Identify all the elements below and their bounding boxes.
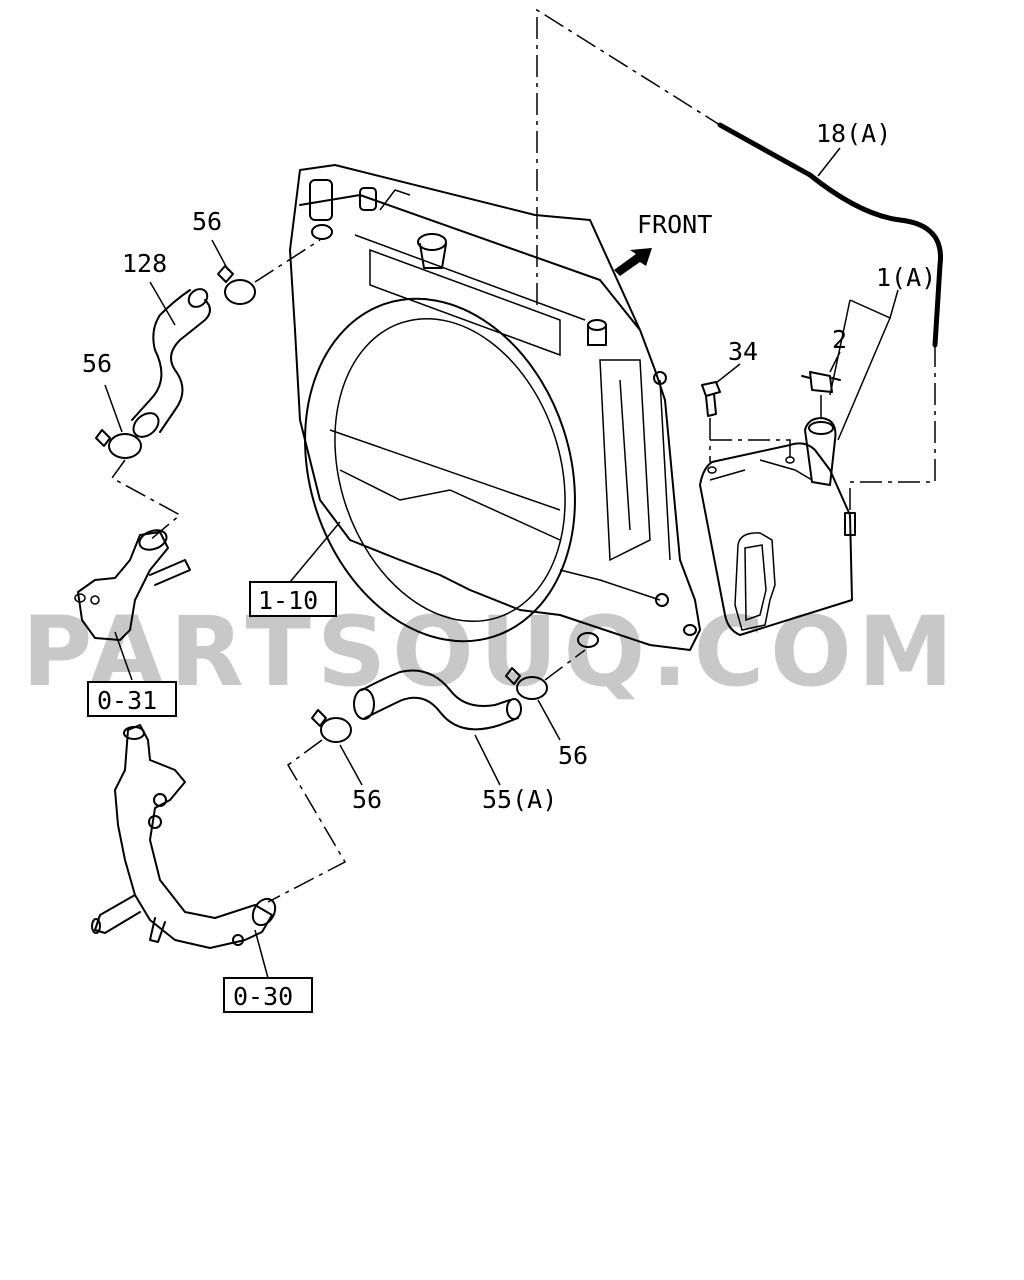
watermark-text: PARTSOUQ.COM: [22, 596, 959, 708]
callout-56-lower-left: 56: [352, 785, 382, 814]
ref-box-0-30[interactable]: 0-30: [223, 977, 313, 1013]
leader-1-10: [289, 521, 341, 583]
ref-label-1-10: 1-10: [258, 586, 318, 615]
bolt-mount-lines: [709, 418, 791, 462]
reserve-tank[interactable]: [699, 417, 856, 636]
hose-clamp-lower-right[interactable]: [505, 667, 548, 700]
callout-56-top: 56: [192, 207, 222, 236]
water-pipe[interactable]: [91, 724, 280, 949]
front-arrow-icon: [614, 248, 652, 276]
leader-18a: [817, 147, 841, 177]
callout-56-left: 56: [82, 349, 112, 378]
front-direction-indicator: FRONT: [614, 210, 712, 276]
callout-34: 34: [728, 337, 758, 366]
front-label: FRONT: [637, 210, 712, 239]
ref-box-0-31[interactable]: 0-31: [87, 681, 177, 717]
callout-1a: 1(A): [876, 263, 936, 292]
ref-label-0-30: 0-30: [233, 982, 293, 1011]
hose-routing-to-tank: [849, 345, 936, 513]
clamp-lower-left-routing: [267, 739, 347, 903]
lower-radiator-hose[interactable]: [353, 669, 522, 731]
leader-56-left: [104, 384, 123, 433]
leader-0-30: [254, 929, 269, 979]
callout-128: 128: [122, 249, 167, 278]
leader-1a: [829, 289, 899, 441]
leader-55a: [474, 734, 501, 786]
radiator-assembly[interactable]: [262, 164, 701, 677]
leader-56-top: [211, 239, 229, 271]
leader-128: [149, 281, 176, 326]
bolt-34[interactable]: [701, 381, 721, 417]
callout-56-lower-right: 56: [558, 741, 588, 770]
ref-box-1-10[interactable]: 1-10: [249, 581, 337, 617]
hose-clamp-left[interactable]: [95, 429, 142, 459]
clamp-top-routing: [254, 239, 321, 283]
hose-clamp-top[interactable]: [217, 265, 256, 305]
leader-34: [715, 363, 741, 384]
callout-18a: 18(A): [816, 119, 891, 148]
callout-2: 2: [832, 325, 847, 354]
leader-0-31: [114, 631, 133, 681]
overflow-hose-18a[interactable]: [536, 8, 943, 348]
thermostat-housing[interactable]: [74, 527, 191, 641]
clamp-lower-right-routing: [544, 649, 586, 681]
leader-2: [829, 351, 841, 373]
leader-56-lower-left: [339, 744, 363, 786]
hose-clamp-lower-left[interactable]: [311, 709, 352, 743]
clamp-left-routing: [110, 459, 182, 541]
reserve-tank-cap[interactable]: [801, 371, 841, 393]
leader-56-lower-right: [537, 699, 561, 741]
ref-label-0-31: 0-31: [97, 686, 157, 715]
upper-radiator-hose[interactable]: [129, 285, 211, 441]
callout-55a: 55(A): [482, 785, 557, 814]
